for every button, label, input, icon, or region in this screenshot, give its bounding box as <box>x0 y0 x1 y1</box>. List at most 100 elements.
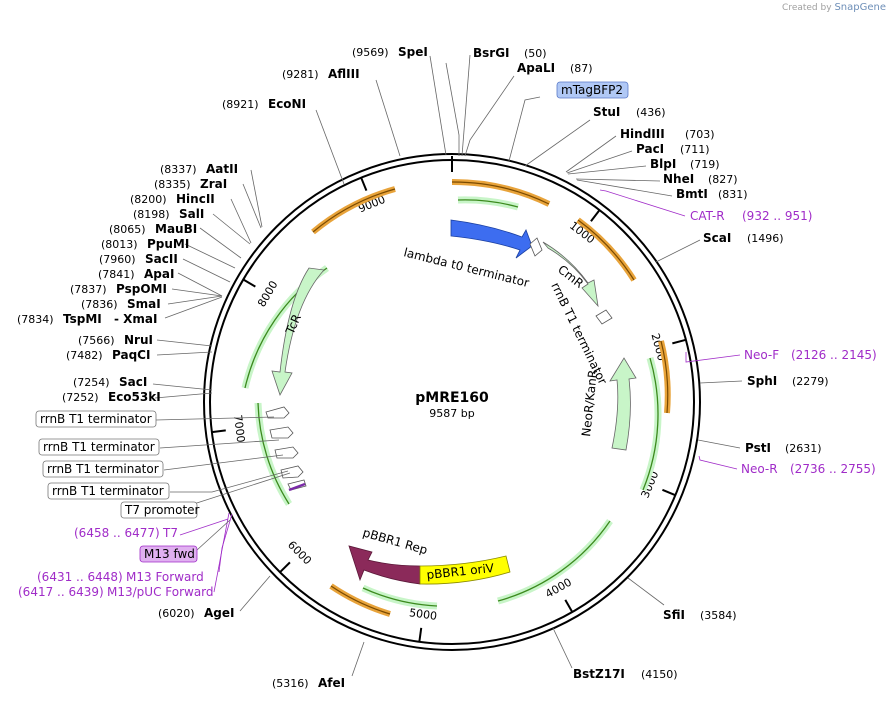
leader <box>163 454 284 471</box>
pbbr1-rep-arrow <box>348 545 421 585</box>
cds-arc <box>457 199 519 208</box>
orf-arc <box>330 585 391 615</box>
site-name: SalI <box>179 207 204 221</box>
site-name: StuI <box>593 105 620 119</box>
leader <box>351 641 365 677</box>
label-lambda-t0: lambda t0 terminator <box>402 245 530 290</box>
leader <box>177 272 223 297</box>
leader <box>218 513 233 573</box>
leader <box>566 150 633 174</box>
terminator-shape <box>280 465 304 479</box>
scale-tick <box>242 278 256 288</box>
site-pos: (7566) <box>78 334 115 347</box>
site-name: TspMI <box>63 312 102 326</box>
site-name: ApaLI <box>517 61 555 75</box>
site-extra: - XmaI <box>114 312 157 326</box>
site-pos: (4150) <box>641 668 678 681</box>
site-pos: (8013) <box>101 238 138 251</box>
site-pos: (831) <box>718 188 748 201</box>
orf-arc <box>577 219 635 281</box>
site-pos: (8337) <box>160 163 197 176</box>
leader <box>552 627 573 669</box>
primer-name: Neo-F <box>744 348 779 362</box>
primer-name: Neo-R <box>741 462 778 476</box>
leader <box>155 416 275 421</box>
plasmid-name: pMRE160 <box>415 390 489 406</box>
primer-name: CAT-R <box>690 209 725 223</box>
site-pos: (7960) <box>99 253 136 266</box>
site-pos: (703) <box>685 128 715 141</box>
terminator-shape <box>269 426 294 439</box>
terminator-shapes <box>265 406 307 492</box>
rrnb-box-4 <box>47 482 170 500</box>
leader <box>445 62 460 156</box>
scale-tick <box>564 599 574 613</box>
leader <box>179 518 229 536</box>
leader <box>156 351 213 356</box>
site-name: SfiI <box>663 608 685 622</box>
scale-tick <box>211 429 226 434</box>
snapgene-credit: Created by SnapGene <box>782 2 886 13</box>
leader <box>508 96 541 162</box>
leader <box>159 439 280 449</box>
scale-tick <box>418 627 423 642</box>
rrnb-box-3 <box>42 460 164 478</box>
leader <box>171 288 223 297</box>
leader <box>182 258 231 283</box>
primer-mark <box>288 482 306 492</box>
site-name: MauBI <box>155 222 197 236</box>
leader <box>524 119 591 167</box>
rrnb-box-2 <box>38 438 160 456</box>
leader <box>685 352 741 363</box>
site-name: PaqCI <box>112 348 150 362</box>
site-name: ZraI <box>200 177 227 191</box>
primer-range: (2736 .. 2755) <box>790 462 876 476</box>
leader <box>567 165 647 175</box>
leader <box>164 296 223 319</box>
site-name: NruI <box>124 333 153 347</box>
leader-lines <box>152 54 743 677</box>
m13fwd-label: M13 fwd <box>144 547 195 561</box>
cds-arc <box>361 584 438 610</box>
orf-arc <box>329 583 391 617</box>
leader <box>698 455 738 470</box>
site-labels: (9569) SpeI BsrGI (50) ApaLI (87) StuI (… <box>17 45 829 690</box>
primer-range: (2126 .. 2145) <box>791 348 877 362</box>
site-pos: (8198) <box>133 208 170 221</box>
primer-range: (6417 .. 6439) <box>18 585 104 599</box>
cds-arc <box>497 520 611 602</box>
site-pos: (7836) <box>81 298 118 311</box>
leader <box>199 227 242 259</box>
leader <box>627 577 665 606</box>
site-name: SphI <box>747 374 777 388</box>
site-pos: (2631) <box>785 442 822 455</box>
site-name: AfeI <box>318 676 345 690</box>
site-pos: (8200) <box>130 193 167 206</box>
orf-arc <box>451 181 550 205</box>
outer-orf-arcs <box>311 178 671 617</box>
scale-tick-label: 7000 <box>231 414 247 443</box>
primer-name: M13 Forward <box>126 570 204 584</box>
cmr-arrow <box>542 241 599 308</box>
site-pos: (7834) <box>17 313 54 326</box>
rrnb-label-1: rrnB T1 terminator <box>40 412 152 426</box>
leader <box>699 380 743 384</box>
cds-arc <box>642 357 659 491</box>
site-name: AgeI <box>204 606 234 620</box>
site-pos: (8335) <box>154 178 191 191</box>
rrnb-box-1 <box>35 410 157 428</box>
site-name: HincII <box>176 192 215 206</box>
leader <box>697 439 741 449</box>
leader <box>250 169 263 228</box>
label-rrnb-inner: rrnB T1 terminator <box>548 280 610 387</box>
t7-promoter-box <box>120 501 198 519</box>
mtagbfp2-box <box>556 81 629 99</box>
site-pos: (2279) <box>792 375 829 388</box>
leader <box>315 109 345 185</box>
site-pos: (7254) <box>73 376 110 389</box>
site-name: BstZ17I <box>573 667 625 681</box>
leader <box>565 135 617 173</box>
site-name: BlpI <box>650 157 676 171</box>
leader <box>156 339 213 347</box>
